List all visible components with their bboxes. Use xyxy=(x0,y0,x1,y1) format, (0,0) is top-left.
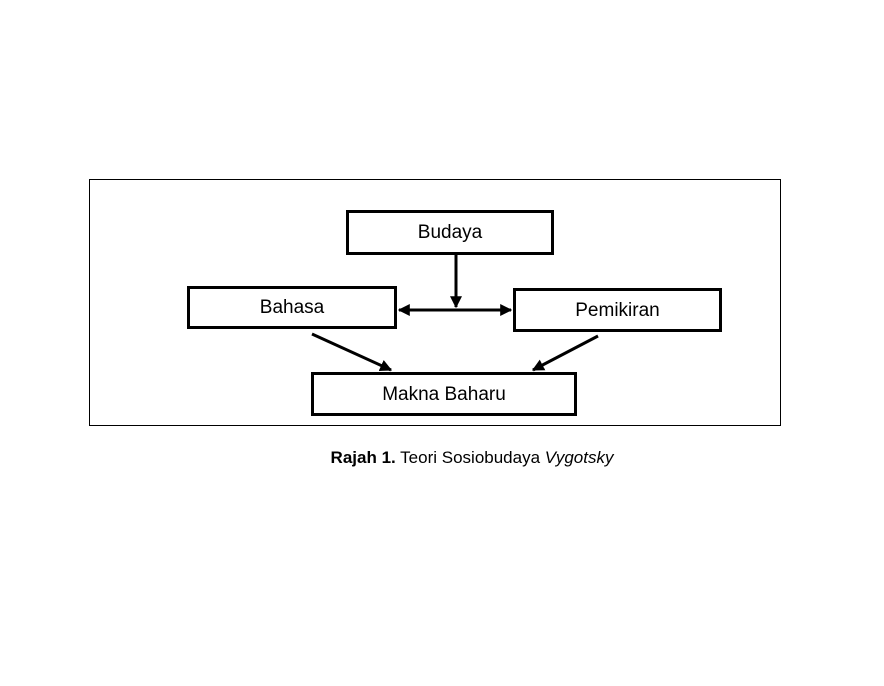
node-makna-baharu: Makna Baharu xyxy=(311,372,577,416)
caption-text: Teori Sosiobudaya xyxy=(400,448,541,467)
node-pemikiran: Pemikiran xyxy=(513,288,722,332)
node-bahasa: Bahasa xyxy=(187,286,397,329)
figure-frame xyxy=(89,179,781,426)
caption-label: Rajah 1. xyxy=(330,448,396,467)
node-makna-baharu-label: Makna Baharu xyxy=(382,383,506,405)
node-bahasa-label: Bahasa xyxy=(259,297,325,318)
node-pemikiran-label: Pemikiran xyxy=(575,299,660,321)
node-budaya-label: Budaya xyxy=(417,222,483,243)
node-budaya: Budaya xyxy=(346,210,554,255)
figure-caption: Rajah 1. Teori Sosiobudaya Vygotsky xyxy=(0,446,884,470)
caption-emphasis: Vygotsky xyxy=(544,448,614,467)
